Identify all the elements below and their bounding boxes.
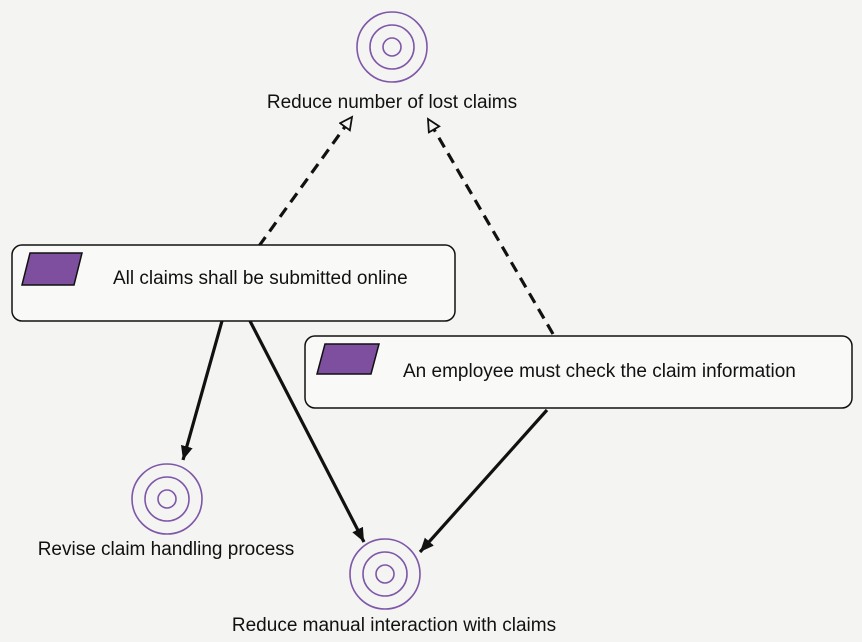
edge-employee-check-to-lost-claims: [426, 119, 555, 335]
edge-employee-check-to-manual-interaction: [418, 408, 549, 554]
requirement-label-submitted-online: All claims shall be submitted online: [113, 268, 408, 289]
requirement-node-employee-check: An employee must check the claim informa…: [304, 335, 853, 409]
goal-target-icon: [131, 463, 203, 535]
requirement-parallelogram-icon: [21, 252, 83, 286]
edge-submitted-online-to-revise-process: [181, 320, 224, 461]
requirement-label-employee-check: An employee must check the claim informa…: [403, 361, 796, 382]
requirement-box: [304, 335, 853, 409]
edge-submitted-online-to-manual-interaction: [248, 320, 366, 543]
goal-node-revise-process: Revise claim handling process: [38, 463, 295, 560]
goal-node-manual-interaction: Reduce manual interaction with claims: [232, 538, 556, 636]
goal-node-reduce-lost-claims: Reduce number of lost claims: [267, 11, 517, 113]
requirement-parallelogram-icon: [316, 343, 380, 375]
edge-submitted-online-to-lost-claims: [257, 117, 354, 247]
requirement-box: [11, 244, 456, 322]
goal-label-manual-interaction: Reduce manual interaction with claims: [232, 615, 556, 636]
goal-label-revise-process: Revise claim handling process: [38, 539, 295, 560]
goal-target-icon: [349, 538, 421, 610]
requirement-node-submitted-online: All claims shall be submitted online: [11, 244, 456, 322]
goal-label-reduce-lost-claims: Reduce number of lost claims: [267, 92, 517, 113]
goal-target-icon: [356, 11, 428, 83]
edges: [181, 117, 555, 554]
